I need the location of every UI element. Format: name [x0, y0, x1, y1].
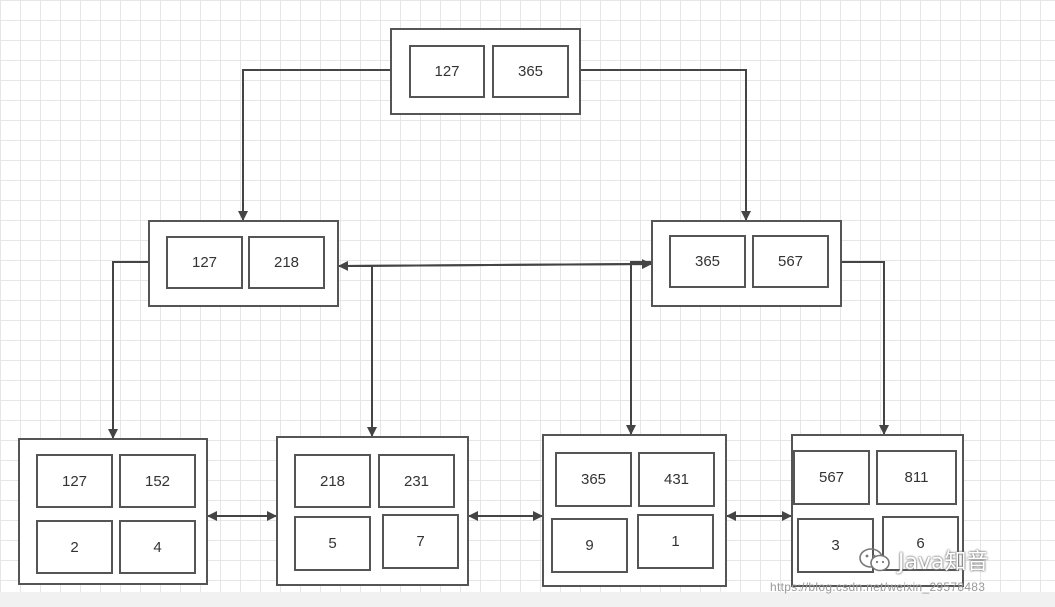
leaf1-key-2: 152 [119, 454, 196, 508]
leaf4-value-1: 3 [797, 518, 874, 573]
leaf1-key-1: 127 [36, 454, 113, 508]
leaf-node-3: 365 431 9 1 [542, 434, 727, 587]
level1-left-key-2: 218 [248, 236, 325, 289]
edge-l1right-leaf4 [842, 261, 889, 435]
leaf4-value-2: 6 [882, 516, 959, 571]
leaf-node-1: 127 152 2 4 [18, 438, 208, 585]
edge-l1-sibling-to-left [338, 260, 646, 271]
leaf1-value-1: 2 [36, 520, 113, 574]
level1-right-key-2: 567 [752, 235, 829, 288]
edge-l1right-leaf3 [626, 261, 651, 435]
root-key-1: 127 [409, 45, 485, 98]
wechat-icon [859, 548, 890, 572]
edge-l1left-leaf1 [108, 261, 148, 439]
leaf2-value-2: 7 [382, 514, 459, 569]
root-node: 127 365 [390, 28, 581, 115]
leaf2-value-1: 5 [294, 516, 371, 571]
leaf2-key-1: 218 [294, 454, 371, 508]
bottom-strip [0, 592, 1055, 607]
leaf4-key-1: 567 [793, 450, 870, 505]
leaf-node-2: 218 231 5 7 [276, 436, 469, 586]
edge-l1left-leaf2 [339, 265, 377, 437]
level1-left-key-1: 127 [166, 236, 243, 289]
edge-root-left [238, 69, 390, 221]
watermark-text: Java知音 [898, 550, 989, 575]
source-url: https://blog.csdn.net/weixin_29578483 [770, 580, 986, 594]
edge-root-right [581, 69, 751, 221]
leaf3-key-2: 431 [638, 452, 715, 507]
leaf3-value-1: 9 [551, 518, 628, 573]
leaf4-key-2: 811 [876, 450, 957, 505]
watermark: Java知音 [858, 544, 988, 576]
root-key-2: 365 [492, 45, 569, 98]
leaf3-key-1: 365 [555, 452, 632, 507]
leaf-node-4: 567 811 3 6 [791, 434, 964, 587]
level1-right-key-1: 365 [669, 235, 746, 288]
level1-left-node: 127 218 [148, 220, 339, 307]
leaf3-value-2: 1 [637, 514, 714, 569]
leaf2-key-2: 231 [378, 454, 455, 508]
leaf1-value-2: 4 [119, 520, 196, 574]
level1-right-node: 365 567 [651, 220, 842, 307]
